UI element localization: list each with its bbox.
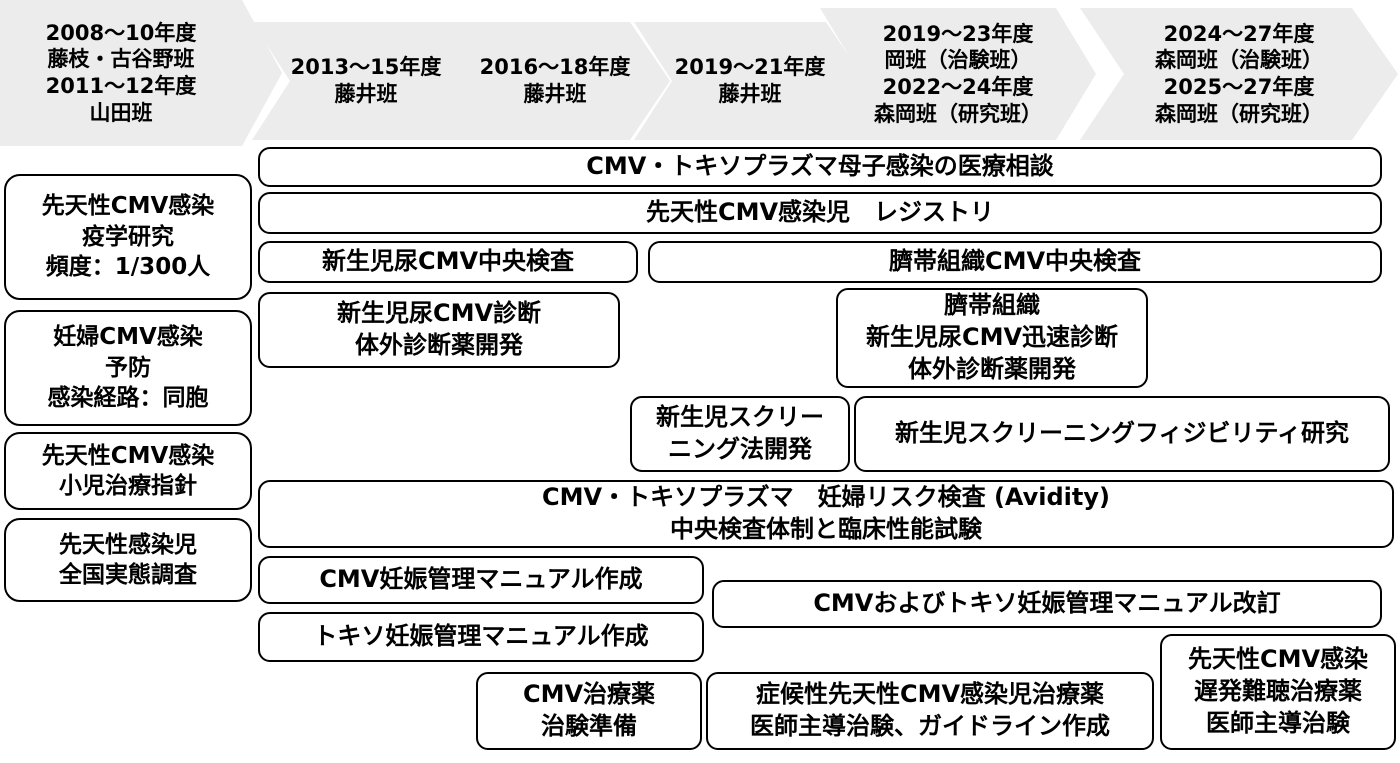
timeline-phase-1: 2008～10年度 藤枝・古谷野班 2011～12年度 山田班 <box>0 0 282 146</box>
manual-revision-box: CMVおよびトキソ妊娠管理マニュアル改訂 <box>712 580 1382 628</box>
timeline-phase-4: 2019～21年度 藤井班 <box>634 22 866 140</box>
box-line: 新生児スクリー <box>656 403 824 432</box>
box-line: 症候性先天性CMV感染児治療薬 <box>755 680 1105 709</box>
box-line: 医師主導治験、ガイドライン作成 <box>750 712 1110 740</box>
symptomatic-trial-box: 症候性先天性CMV感染児治療薬 医師主導治験、ガイドライン作成 <box>706 672 1154 750</box>
phase-line: 2024～27年度 <box>1163 21 1315 46</box>
box-line: 治験準備 <box>541 712 637 740</box>
phase-line: 藤枝・古谷野班 <box>47 47 195 72</box>
cord-central-test-box: 臍帯組織CMV中央検査 <box>648 241 1382 283</box>
box-line: ニング法開発 <box>668 435 812 463</box>
timeline-phase-3: 2016～18年度 藤井班 <box>440 22 670 140</box>
box-line: 遅発難聴治療薬 <box>1194 677 1362 706</box>
epidemiology-study-box: 先天性CMV感染 疫学研究 頻度：1/300人 <box>4 174 252 300</box>
avidity-test-box: CMV・トキソプラズマ 妊婦リスク検査 (Avidity) 中央検査体制と臨床性… <box>258 480 1394 548</box>
phase-line: 2013～15年度 <box>290 55 442 80</box>
registry-box: 先天性CMV感染児 レジストリ <box>258 192 1382 234</box>
box-line: 新生児スクリーニングフィジビリティ研究 <box>894 419 1350 448</box>
box-line: 体外診断薬開発 <box>908 354 1076 383</box>
box-line: 先天性感染児 <box>59 531 197 558</box>
rapid-diagnostic-development-box: 臍帯組織 新生児尿CMV迅速診断 体外診断薬開発 <box>836 288 1148 388</box>
phase-line: 2019～23年度 <box>882 21 1034 46</box>
box-line: 頻度：1/300人 <box>45 254 211 281</box>
box-line: 先天性CMV感染 <box>41 193 215 220</box>
phase-line: 2016～18年度 <box>479 55 631 80</box>
box-line: トキソ妊娠管理マニュアル作成 <box>313 622 649 651</box>
box-line: CMV・トキソプラズマ母子感染の医療相談 <box>586 152 1054 181</box>
phase-line: 2025～27年度 <box>1163 75 1315 99</box>
box-line: 先天性CMV感染 <box>41 442 215 469</box>
box-line: 予防 <box>105 354 151 381</box>
cmv-manual-box: CMV妊娠管理マニュアル作成 <box>258 556 704 604</box>
box-line: 中央検査体制と臨床性能試験 <box>670 515 982 543</box>
box-line: 体外診断薬開発 <box>355 331 523 359</box>
box-line: 臍帯組織 <box>944 291 1040 320</box>
maternal-prevention-box: 妊婦CMV感染 予防 感染経路：同胞 <box>4 310 252 426</box>
phase-line: 山田班 <box>89 100 153 125</box>
timeline-phase-5: 2019～23年度 岡班（治験班） 2022～24年度 森岡班（研究班） <box>820 8 1096 140</box>
phase-line: 2022～24年度 <box>882 75 1034 99</box>
medical-consultation-box: CMV・トキソプラズマ母子感染の医療相談 <box>258 147 1382 187</box>
timeline-phase-6: 2024～27年度 森岡班（治験班） 2025～27年度 森岡班（研究班） <box>1080 8 1398 140</box>
phase-line: 岡班（治験班） <box>884 48 1032 73</box>
box-line: 疫学研究 <box>82 223 174 250</box>
urine-central-test-box: 新生児尿CMV中央検査 <box>258 241 638 283</box>
box-line: 新生児尿CMV診断 <box>336 299 542 328</box>
phase-line: 2011～12年度 <box>45 74 197 98</box>
box-line: 小児治療指針 <box>59 473 197 499</box>
box-line: 妊婦CMV感染 <box>53 324 203 351</box>
phase-line: 藤井班 <box>523 82 587 106</box>
phase-line: 2019～21年度 <box>674 55 826 80</box>
box-line: 臍帯組織CMV中央検査 <box>888 247 1142 276</box>
box-line: CMV治療薬 <box>522 680 656 709</box>
box-line: 感染経路：同胞 <box>47 385 209 412</box>
box-line: 医師主導治験 <box>1206 708 1350 737</box>
phase-line: 森岡班（研究班） <box>1155 101 1323 126</box>
box-line: 新生児尿CMV迅速診断 <box>865 323 1119 352</box>
phase-line: 藤井班 <box>334 82 398 106</box>
box-line: 先天性CMV感染 <box>1187 645 1369 674</box>
timeline-phase-2: 2013～15年度 藤井班 <box>252 22 480 140</box>
box-line: CMV・トキソプラズマ 妊婦リスク検査 (Avidity) <box>542 483 1110 512</box>
box-line: 新生児尿CMV中央検査 <box>321 247 575 276</box>
phase-line: 森岡班（研究班） <box>874 101 1042 126</box>
screening-feasibility-box: 新生児スクリーニングフィジビリティ研究 <box>854 396 1390 472</box>
toxo-manual-box: トキソ妊娠管理マニュアル作成 <box>258 612 704 662</box>
box-line: 全国実態調査 <box>59 562 197 588</box>
pediatric-guideline-box: 先天性CMV感染 小児治療指針 <box>4 432 252 510</box>
national-survey-box: 先天性感染児 全国実態調査 <box>4 518 252 602</box>
phase-line: 2008～10年度 <box>45 20 197 45</box>
late-onset-trial-box: 先天性CMV感染 遅発難聴治療薬 医師主導治験 <box>1160 634 1396 750</box>
urine-diagnostic-development-box: 新生児尿CMV診断 体外診断薬開発 <box>258 292 620 368</box>
phase-line: 森岡班（治験班） <box>1155 48 1323 73</box>
box-line: 先天性CMV感染児 レジストリ <box>645 198 995 227</box>
phase-line: 藤井班 <box>718 82 782 106</box>
screening-method-box: 新生児スクリー ニング法開発 <box>630 396 850 472</box>
box-line: CMV妊娠管理マニュアル作成 <box>319 565 643 594</box>
box-line: CMVおよびトキソ妊娠管理マニュアル改訂 <box>813 589 1281 618</box>
drug-trial-prep-box: CMV治療薬 治験準備 <box>476 672 702 750</box>
